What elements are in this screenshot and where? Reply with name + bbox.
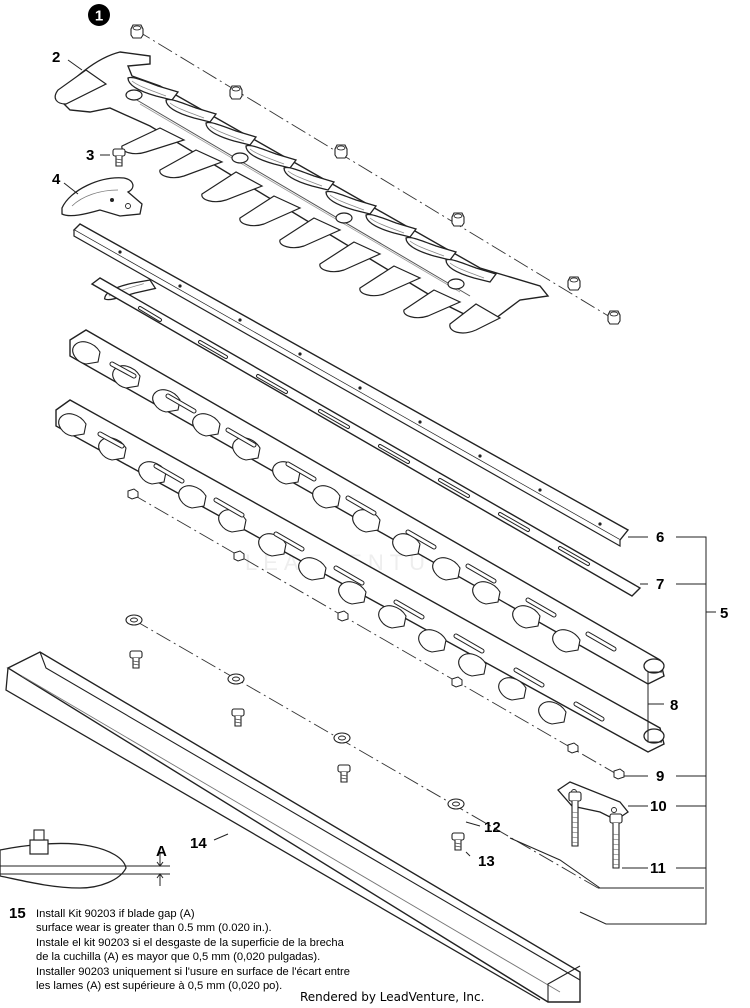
support-rail: [5, 651, 581, 1003]
gap-label: A: [156, 843, 167, 860]
callout-3: 3: [86, 147, 94, 164]
callout-2: 2: [52, 49, 60, 66]
callout-13: 13: [478, 853, 495, 870]
callout-11: 11: [650, 860, 666, 877]
slotted-plate: [90, 277, 642, 597]
blade-guard: [61, 177, 143, 217]
callout-1: 1: [88, 4, 110, 26]
note-spanish: Instale el kit 90203 si el desgaste de l…: [36, 937, 344, 963]
screw: [112, 148, 126, 167]
callout-5: 5: [720, 605, 728, 622]
callout-12: 12: [484, 819, 501, 836]
lower-cutter-plates: [55, 329, 665, 753]
blade-gap-detail: A: [0, 829, 170, 889]
callout-10: 10: [650, 798, 667, 815]
callout-8: 8: [670, 697, 678, 714]
spacers: [127, 488, 625, 780]
callout-4: 4: [52, 171, 61, 188]
render-credit: Rendered by LeadVenture, Inc.: [300, 990, 485, 1004]
callout-14: 14: [190, 835, 207, 852]
upper-blade: [54, 51, 550, 334]
blade-nuts: [130, 24, 621, 325]
callout-15: 15: [9, 905, 26, 922]
callout-9: 9: [656, 768, 664, 785]
svg-text:1: 1: [95, 8, 103, 25]
note-french: Installer 90203 uniquement si l'usure en…: [36, 966, 350, 992]
washers-and-bolts: [125, 614, 599, 889]
note-english: Install Kit 90203 if blade gap (A) surfa…: [36, 908, 272, 934]
guide-bar: [72, 223, 630, 548]
callout-6: 6: [656, 529, 664, 546]
leader-lines: [63, 59, 716, 925]
callout-7: 7: [656, 576, 664, 593]
